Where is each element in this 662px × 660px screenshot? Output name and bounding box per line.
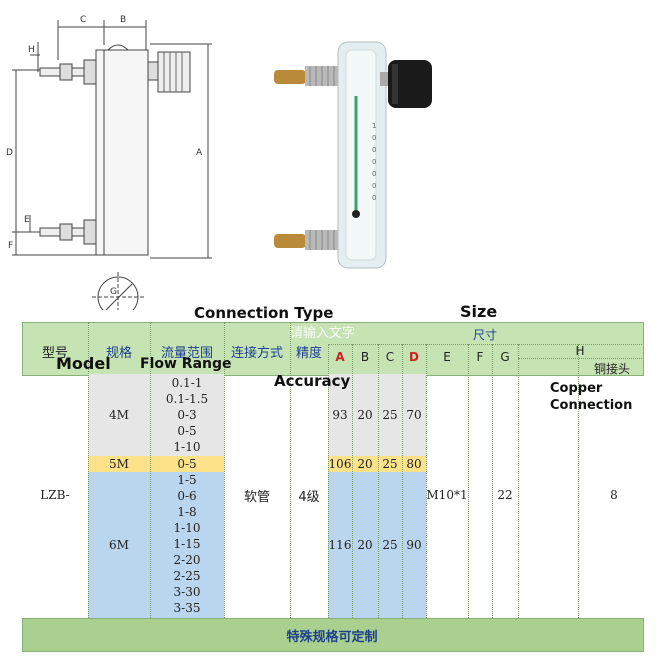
cell-d-4m: 70: [406, 408, 422, 422]
grid-line: [328, 344, 329, 618]
cell-spec-4m: 4M: [109, 408, 129, 422]
grid-line: [492, 344, 493, 618]
grid-line: [290, 322, 291, 618]
header-col-a: A: [335, 350, 345, 364]
flow-item: 0-3: [177, 408, 197, 422]
grid-line: [378, 344, 379, 618]
header-col-h: H: [575, 344, 585, 358]
dim-label-e: E: [24, 215, 30, 225]
grid-line: [402, 344, 403, 618]
flow-item: 0-5: [177, 457, 197, 471]
model-annotation: Model: [56, 354, 111, 373]
flow-item: 0.1-1: [171, 376, 203, 390]
dim-label-c: C: [80, 15, 86, 25]
spec-col-gray-4m: [88, 374, 224, 456]
dim-label-h: H: [28, 45, 35, 55]
grid-line: [578, 344, 579, 618]
header-copper: 铜接头: [593, 362, 630, 376]
grid-line: [224, 322, 225, 618]
flow-item: 1-5: [177, 473, 197, 487]
grid-line: [88, 322, 89, 618]
header-connection: 连接方式: [230, 346, 283, 361]
cell-e: M10*1: [426, 488, 468, 502]
cell-connection: 软管: [243, 490, 270, 505]
copper-connection-annotation: Copper Connection: [550, 381, 633, 413]
flow-item: 1-15: [173, 537, 201, 551]
header-col-b: B: [360, 350, 370, 364]
cell-d-5m: 80: [406, 457, 422, 471]
dim-label-a: A: [196, 148, 203, 158]
svg-text:0: 0: [372, 194, 376, 202]
spec-col-blue-6m: [88, 472, 224, 618]
flow-item: 3-30: [173, 585, 201, 599]
flowmeter-drawing: C B H D A E F G 1 0 0 0 0 0 0: [6, 15, 432, 310]
cell-c-5m: 25: [382, 457, 398, 471]
flow-item: 3-35: [173, 601, 201, 615]
cell-h: 8: [610, 488, 618, 502]
size-annotation: Size: [460, 302, 498, 321]
cell-a-4m: 93: [332, 408, 348, 422]
size-cols-blue-6m: [328, 472, 426, 618]
table-footer-bg: [22, 618, 644, 652]
header-size-group: 尺寸: [472, 328, 497, 342]
table-footer-note: 特殊规格可定制: [286, 630, 378, 645]
header-col-d: D: [409, 350, 419, 364]
svg-text:1: 1: [372, 122, 376, 130]
flow-item: 1-10: [173, 521, 201, 535]
cell-b-5m: 20: [357, 457, 373, 471]
header-spec: 规格: [105, 346, 132, 361]
grid-line: [426, 344, 427, 618]
grid-line: [518, 358, 642, 359]
header-col-f: F: [476, 350, 484, 364]
header-model: 型号: [41, 346, 68, 361]
size-cols-gray-4m: [328, 374, 426, 456]
cell-a-6m: 116: [328, 538, 352, 552]
cell-a-5m: 106: [328, 457, 352, 471]
dim-label-f: F: [8, 241, 13, 251]
grid-line: [518, 344, 519, 618]
row-yellow-5m: [88, 456, 224, 472]
cell-b-6m: 20: [357, 538, 373, 552]
accuracy-annotation: Accuracy: [274, 372, 351, 390]
header-flow: 流量范围: [160, 346, 213, 361]
cell-spec-5m: 5M: [109, 457, 129, 471]
connection-type-annotation: Connection Type: [194, 304, 334, 322]
cell-model: LZB-: [40, 488, 70, 502]
svg-text:0: 0: [372, 134, 376, 142]
grid-line: [352, 344, 353, 618]
table-header-bg: [22, 322, 644, 376]
watermark-text: 请输入文字: [290, 326, 356, 341]
svg-text:0: 0: [372, 170, 376, 178]
flow-item: 0-5: [177, 424, 197, 438]
dim-label-d: D: [6, 148, 13, 158]
product-photo: 1 0 0 0 0 0 0: [274, 41, 432, 269]
header-accuracy: 精度: [295, 346, 322, 361]
cell-b-4m: 20: [357, 408, 373, 422]
header-col-c: C: [385, 350, 395, 364]
svg-text:0: 0: [372, 146, 376, 154]
svg-text:0: 0: [372, 158, 376, 166]
cell-accuracy: 4级: [298, 490, 320, 505]
flow-item: 2-25: [173, 569, 201, 583]
flow-item: 0.1-1.5: [165, 392, 209, 406]
cell-c-4m: 25: [382, 408, 398, 422]
header-col-e: E: [443, 350, 451, 364]
grid-line: [150, 322, 151, 618]
flow-item: 1-10: [173, 440, 201, 454]
svg-text:0: 0: [372, 182, 376, 190]
grid-line: [468, 344, 469, 618]
cell-d-6m: 90: [406, 538, 422, 552]
cell-g: 22: [497, 488, 513, 502]
cell-spec-6m: 6M: [109, 538, 129, 552]
flow-item: 2-20: [173, 553, 201, 567]
flow-item: 1-8: [177, 505, 197, 519]
grid-line: [328, 344, 642, 345]
dim-label-b: B: [120, 15, 126, 25]
flow-range-annotation: Flow Range: [140, 356, 232, 372]
flow-item: 0-6: [177, 489, 197, 503]
cell-c-6m: 25: [382, 538, 398, 552]
dim-label-g: G: [110, 287, 117, 297]
header-col-g: G: [500, 350, 510, 364]
spec-table: 型号 规格 流量范围 连接方式 精度 尺寸 A B C D E F G H 铜接…: [22, 322, 644, 652]
